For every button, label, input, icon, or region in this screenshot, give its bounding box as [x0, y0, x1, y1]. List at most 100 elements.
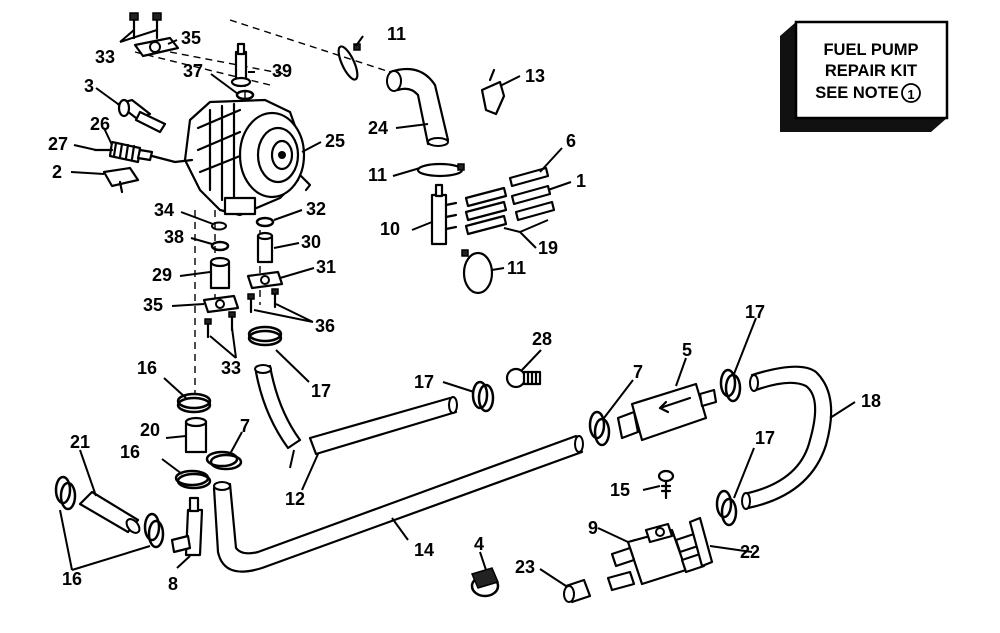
clamp-16-upper: [176, 392, 212, 414]
clamp-17-right-bottom: [715, 489, 738, 527]
clamp-16-middle: [174, 469, 212, 490]
callout-24: 24: [368, 118, 388, 138]
gasket-35-lower: [202, 294, 240, 314]
callout-8: 8: [168, 574, 178, 594]
top-screws: [129, 12, 162, 40]
callout-4: 4: [474, 534, 484, 554]
clamp-17-right-top: [719, 368, 742, 403]
bracket-13: [480, 68, 506, 116]
screw-15: [657, 469, 675, 500]
gasket-22: [688, 516, 714, 568]
callout-19: 19: [538, 238, 558, 258]
clamp-11-middle: [416, 162, 465, 178]
callout-26: 26: [90, 114, 110, 134]
callout-33-lower: 33: [221, 358, 241, 378]
callout-6: 6: [566, 131, 576, 151]
clip-2: [102, 166, 140, 194]
clamp-4: [470, 567, 500, 598]
callout-16-upper: 16: [137, 358, 157, 378]
o-ring-32: [255, 216, 275, 228]
callout-1: 1: [576, 171, 586, 191]
cap-23: [563, 578, 592, 604]
callout-21: 21: [70, 432, 90, 452]
callout-38: 38: [164, 227, 184, 247]
o-ring-34: [211, 221, 227, 231]
clamp-17-mid: [471, 380, 495, 413]
filter-29: [209, 256, 231, 290]
inline-filter-5: [616, 382, 718, 442]
callout-15: 15: [610, 480, 630, 500]
hose-12-short: [254, 364, 302, 450]
callout-36: 36: [315, 316, 335, 336]
note-circle-icon: [901, 83, 921, 103]
note-box-line-2: REPAIR KIT: [825, 62, 917, 80]
fitting-28: [505, 367, 542, 389]
callout-31: 31: [316, 257, 336, 277]
fitting-8: [170, 496, 204, 557]
valve-3: [116, 98, 167, 134]
gasket-31: [246, 270, 284, 290]
callout-11-top: 11: [387, 24, 406, 44]
callout-16-middle: 16: [120, 442, 140, 462]
callout-32: 32: [306, 199, 326, 219]
note-symbol: 1: [907, 87, 914, 102]
repair-kit-note-box: FUEL PUMP REPAIR KIT SEE NOTE 1: [780, 20, 949, 132]
callout-labels: 33 35 11 37 39 3 13 26 24 25 27 6 2 11 1…: [48, 24, 881, 594]
leader-lines: [59, 29, 856, 587]
hose-12-long: [308, 396, 458, 456]
sensor-26-27: [93, 140, 194, 164]
clamps-16-lower: [54, 475, 165, 549]
callout-9: 9: [588, 518, 598, 538]
callout-23: 23: [515, 557, 535, 577]
callout-3: 3: [84, 76, 94, 96]
fuel-block-9: [606, 522, 706, 592]
note-box-line-3: SEE NOTE: [815, 84, 898, 102]
clamp-17-pump: [247, 325, 283, 347]
callout-39: 39: [272, 61, 292, 81]
clamp-7-left: [205, 450, 243, 471]
callout-11-bottom: 11: [507, 258, 526, 278]
screws-33-lower: [204, 311, 236, 339]
callout-37: 37: [183, 61, 203, 81]
o-ring-37: [235, 89, 255, 101]
o-ring-38: [210, 240, 230, 252]
callout-10: 10: [380, 219, 400, 239]
fitting-30: [256, 231, 274, 264]
clamp-11-bottom: [461, 249, 494, 295]
clamp-7-right: [588, 410, 611, 447]
callout-34: 34: [154, 200, 174, 220]
short-hoses-19: [464, 166, 556, 236]
callout-22: 22: [740, 542, 760, 562]
callout-29: 29: [152, 265, 172, 285]
callout-12: 12: [285, 489, 305, 509]
callout-17-pump: 17: [311, 381, 331, 401]
callout-5: 5: [682, 340, 692, 360]
callout-7-left: 7: [240, 416, 250, 436]
top-gasket: [133, 36, 180, 58]
callout-17-right-bottom: 17: [755, 428, 775, 448]
callout-13: 13: [525, 66, 545, 86]
callout-11-middle: 11: [368, 165, 387, 185]
clamp-11-top: [337, 43, 361, 81]
callout-17-right-top: 17: [745, 302, 765, 322]
callout-25: 25: [325, 131, 345, 151]
screws-36: [247, 288, 279, 314]
callout-28: 28: [532, 329, 552, 349]
callout-17-mid: 17: [414, 372, 434, 392]
callout-16-lower: 16: [62, 569, 82, 589]
hose-20: [184, 416, 208, 454]
callout-20: 20: [140, 420, 160, 440]
callout-2: 2: [52, 162, 62, 182]
callout-27: 27: [48, 134, 68, 154]
callout-35-top: 35: [181, 28, 201, 48]
fuel-pump-assembly: [183, 98, 312, 217]
callout-30: 30: [301, 232, 321, 252]
callout-18: 18: [861, 391, 881, 411]
manifold-10: [430, 183, 458, 246]
fitting-39: [230, 42, 252, 88]
note-box-line-1: FUEL PUMP: [823, 41, 918, 59]
hose-21: [78, 490, 141, 534]
callout-14: 14: [414, 540, 434, 560]
callout-33-top: 33: [95, 47, 115, 67]
